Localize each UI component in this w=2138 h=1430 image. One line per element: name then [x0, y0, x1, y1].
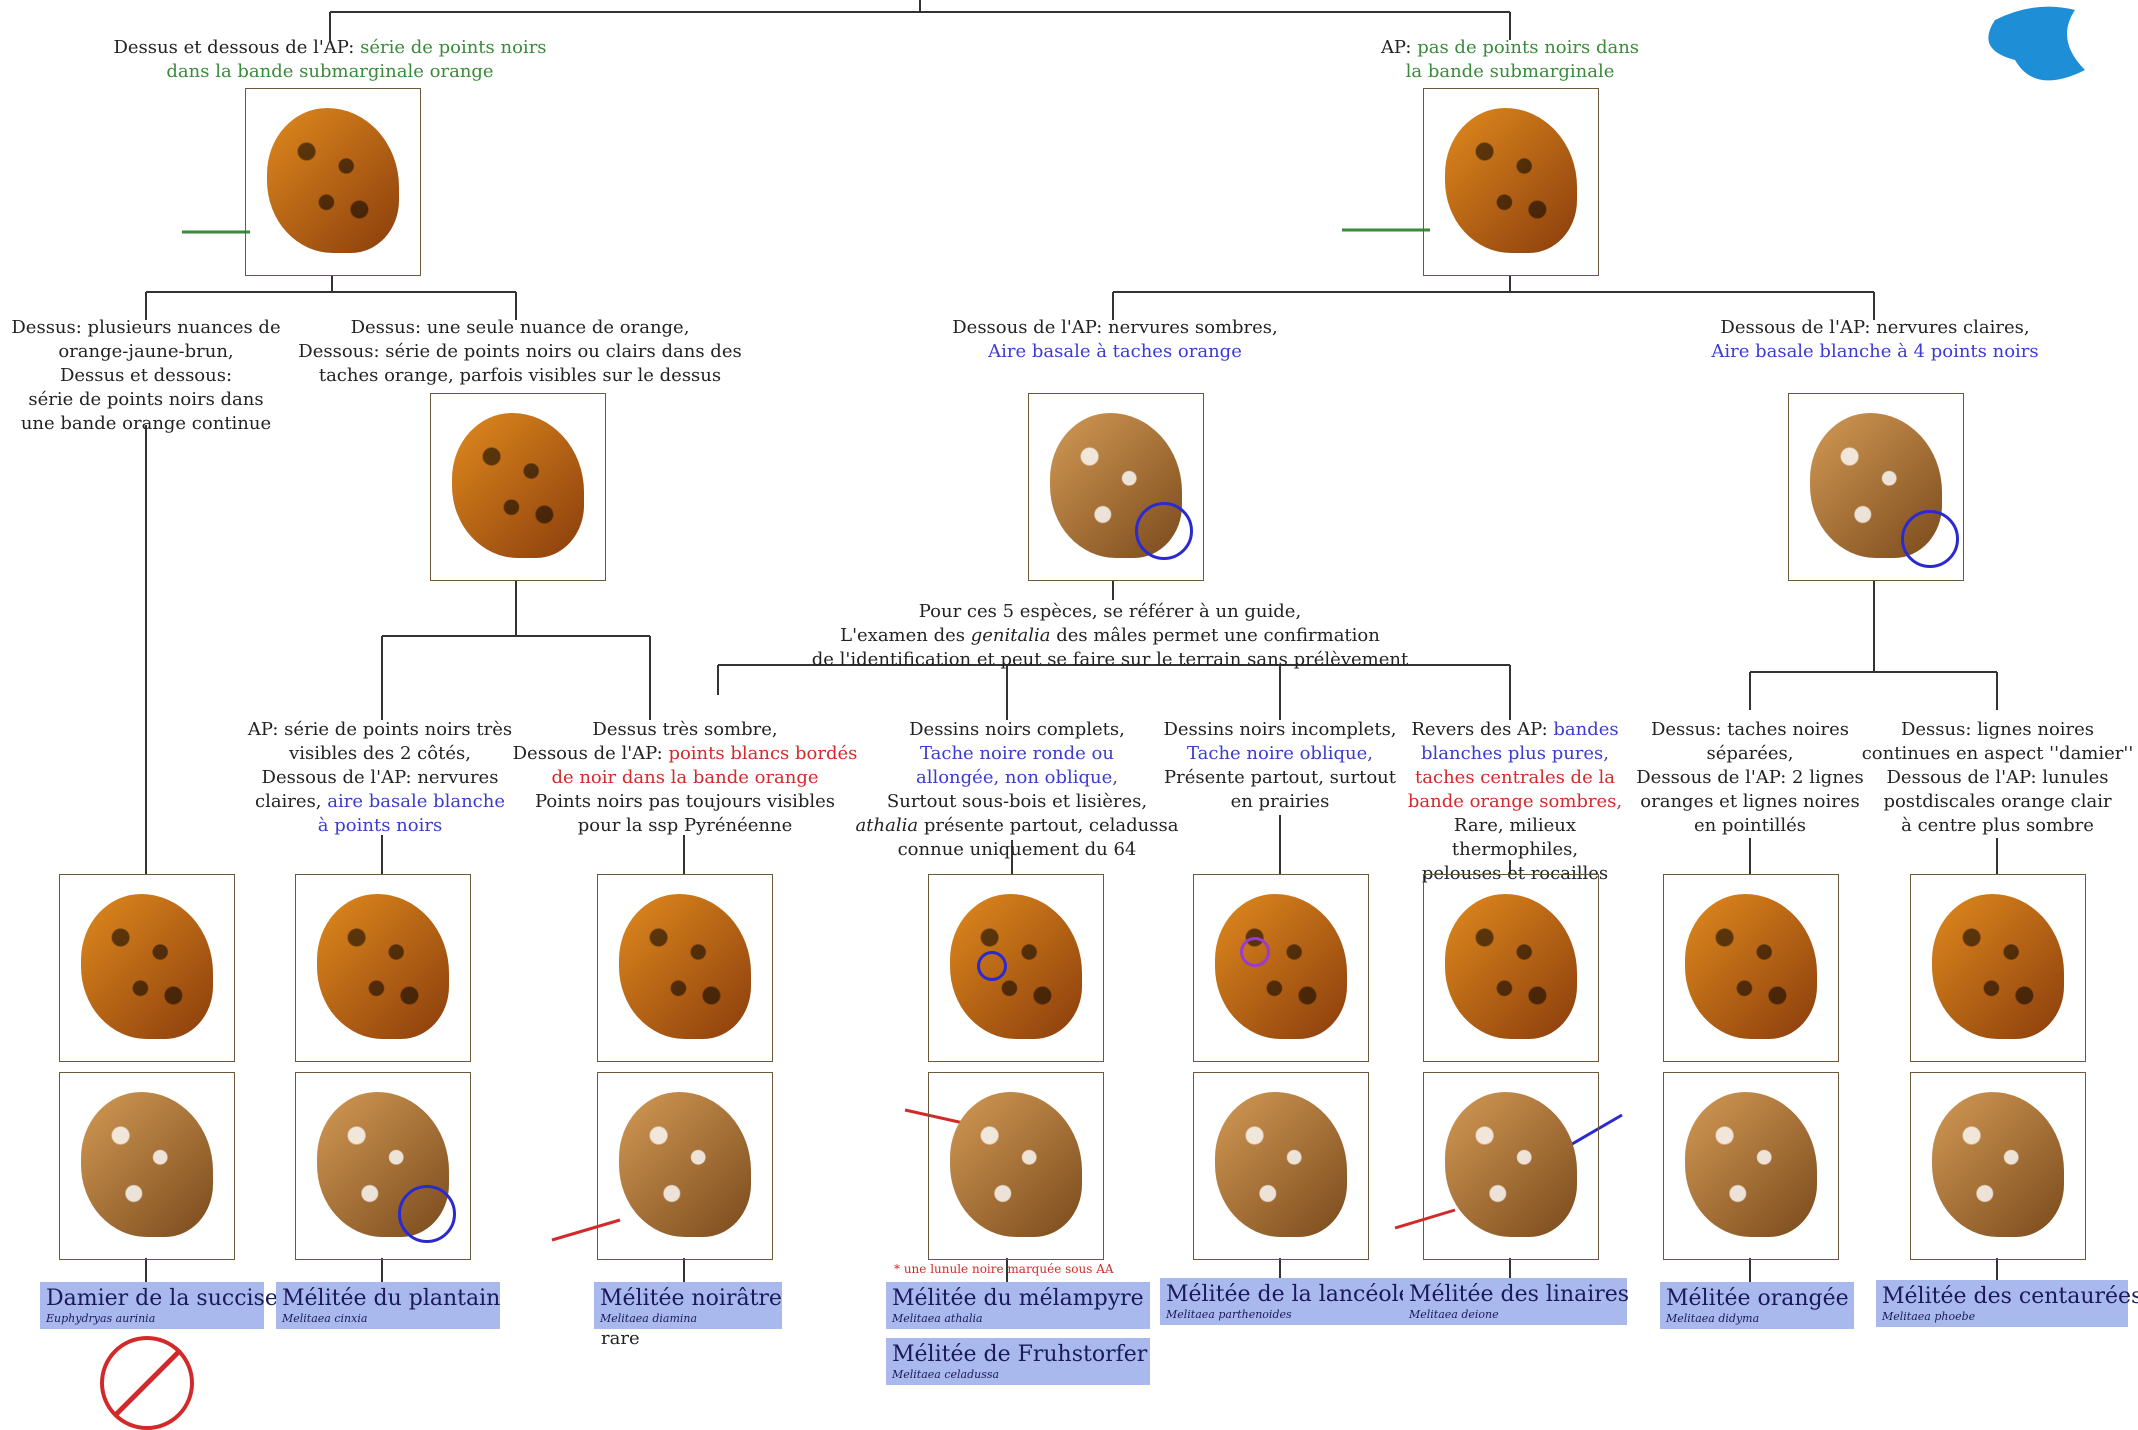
footnote: * une lunule noire marquée sous AA [894, 1262, 1114, 1276]
highlight-circle [398, 1185, 456, 1243]
highlight-circle [1901, 510, 1959, 568]
node-dark-veins: Dessous de l'AP: nervures sombres, Aire … [952, 317, 1278, 362]
butterfly-photo [928, 1072, 1104, 1260]
node-upper-right: AP: pas de points noirs dans la bande su… [1380, 37, 1640, 82]
node-light-veins: Dessous de l'AP: nervures claires, Aire … [1711, 317, 2039, 362]
tree-connectors [145, 0, 1998, 1282]
butterfly-photo [1663, 1072, 1839, 1260]
node-deione: Revers des AP: bandes blanches plus pure… [1407, 719, 1623, 884]
node-guide-note: Pour ces 5 espèces, se référer à un guid… [811, 601, 1409, 670]
butterfly-photo [59, 874, 235, 1062]
butterfly-photo [597, 874, 773, 1062]
highlight-circle [977, 951, 1007, 981]
node-diamina: Dessus très sombre, Dessous de l'AP: poi… [512, 719, 858, 836]
butterfly-photo [1193, 874, 1369, 1062]
node-single-shade: Dessus: une seule nuance de orange,Desso… [298, 317, 742, 386]
node-athalia: Dessins noirs complets, Tache noire rond… [855, 719, 1179, 860]
butterfly-photo [295, 874, 471, 1062]
butterfly-photo [1663, 874, 1839, 1062]
butterfly-photo [1910, 1072, 2086, 1260]
butterfly-photo [1910, 874, 2086, 1062]
node-parthenoides: Dessins noirs incomplets, Tache noire ob… [1163, 719, 1397, 812]
butterfly-photo [295, 1072, 471, 1260]
page-number: 20 [2070, 0, 2112, 29]
butterfly-photo [1788, 393, 1964, 581]
no-capture-icon [100, 1336, 194, 1430]
rare-label: rare [601, 1328, 640, 1349]
butterfly-photo [1423, 88, 1599, 276]
butterfly-photo [1423, 874, 1599, 1062]
butterfly-photo [59, 1072, 235, 1260]
butterfly-photo [245, 88, 421, 276]
butterfly-photo [430, 393, 606, 581]
butterfly-photo [1423, 1072, 1599, 1260]
butterfly-logo-icon [1988, 6, 2085, 81]
highlight-circle [1240, 937, 1270, 967]
highlight-circle [1135, 502, 1193, 560]
butterfly-photo [1193, 1072, 1369, 1260]
butterfly-photo [928, 874, 1104, 1062]
node-upper-left: Dessus et dessous de l'AP: série de poin… [113, 37, 547, 82]
butterfly-photo [597, 1072, 773, 1260]
butterfly-photo [1028, 393, 1204, 581]
